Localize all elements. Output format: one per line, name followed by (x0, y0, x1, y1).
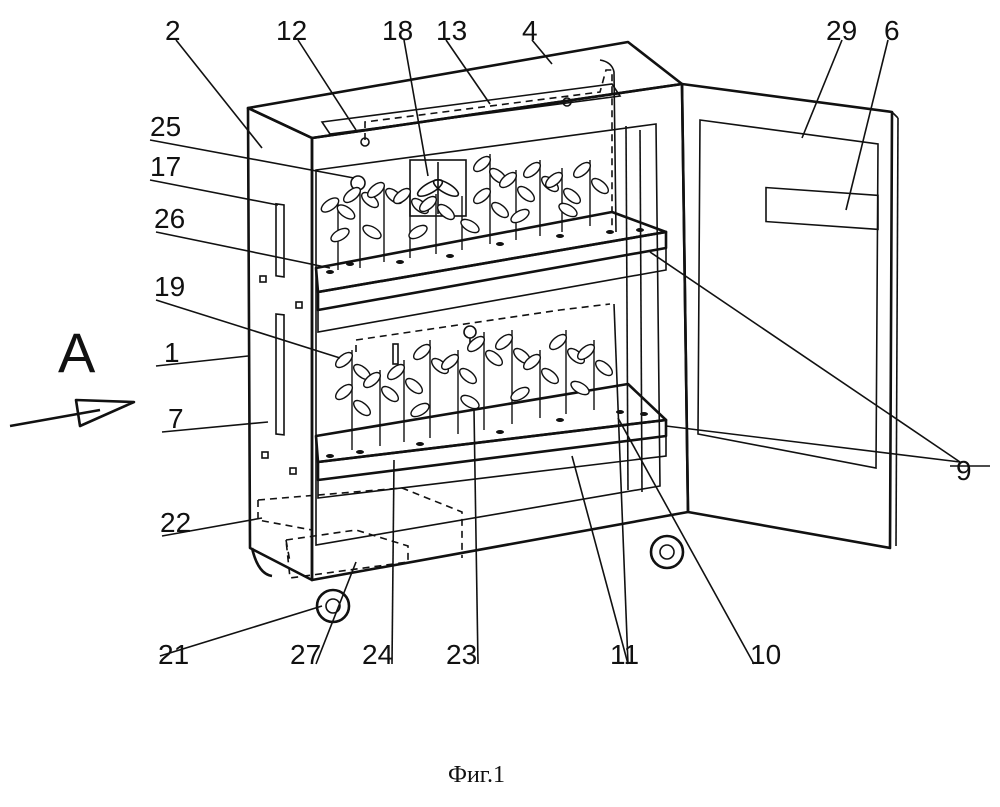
side-slot-upper (275, 202, 285, 278)
label-11: 11 (610, 639, 639, 670)
lower-shelf (317, 435, 667, 499)
door-window (697, 119, 879, 469)
label-7: 7 (168, 403, 184, 434)
top-trough (320, 83, 622, 135)
upper-tray-front (316, 230, 668, 312)
figure-caption: Фиг.1 (448, 762, 505, 788)
door-control-panel (765, 186, 879, 231)
label-21: 21 (158, 639, 189, 670)
leader-lines (149, 39, 961, 665)
label-2: 2 (165, 15, 181, 46)
wheel-rear-left (250, 547, 273, 578)
upper-tray (314, 210, 668, 333)
label-26: 26 (154, 203, 185, 234)
side-panel (246, 106, 314, 582)
lower-tray (314, 382, 668, 499)
label-19: 19 (154, 271, 185, 302)
label-27: 27 (290, 639, 321, 670)
door-panel (680, 82, 894, 550)
label-10: 10 (750, 639, 781, 670)
label-18: 18 (382, 15, 413, 46)
label-29: 29 (826, 15, 857, 46)
front-opening (315, 123, 661, 546)
reference-numerals: 2 12 18 13 4 29 6 25 17 26 19 A 1 7 9 22… (58, 15, 972, 670)
upper-shelf (317, 247, 667, 333)
side-slot-lower (275, 313, 285, 436)
label-23: 23 (446, 639, 477, 670)
label-view-a: A (58, 321, 96, 384)
label-25: 25 (150, 111, 181, 142)
label-12: 12 (276, 15, 307, 46)
sensor-lower (463, 325, 477, 339)
label-22: 22 (160, 507, 191, 538)
label-6: 6 (884, 15, 900, 46)
wheel-front-right (649, 534, 685, 570)
base-compartment (257, 487, 463, 579)
view-arrow-a (9, 398, 136, 428)
door (680, 82, 899, 550)
lower-tray-top (314, 382, 668, 464)
label-9: 9 (956, 455, 972, 486)
lower-tray-front (316, 418, 668, 482)
label-13: 13 (436, 15, 467, 46)
label-17: 17 (150, 151, 181, 182)
label-4: 4 (522, 15, 538, 46)
front-frame (310, 82, 690, 582)
label-1: 1 (164, 337, 180, 368)
label-24: 24 (362, 639, 393, 670)
plants-lower (334, 330, 614, 450)
substrate-pellets (326, 228, 648, 458)
plants-upper (320, 154, 610, 270)
